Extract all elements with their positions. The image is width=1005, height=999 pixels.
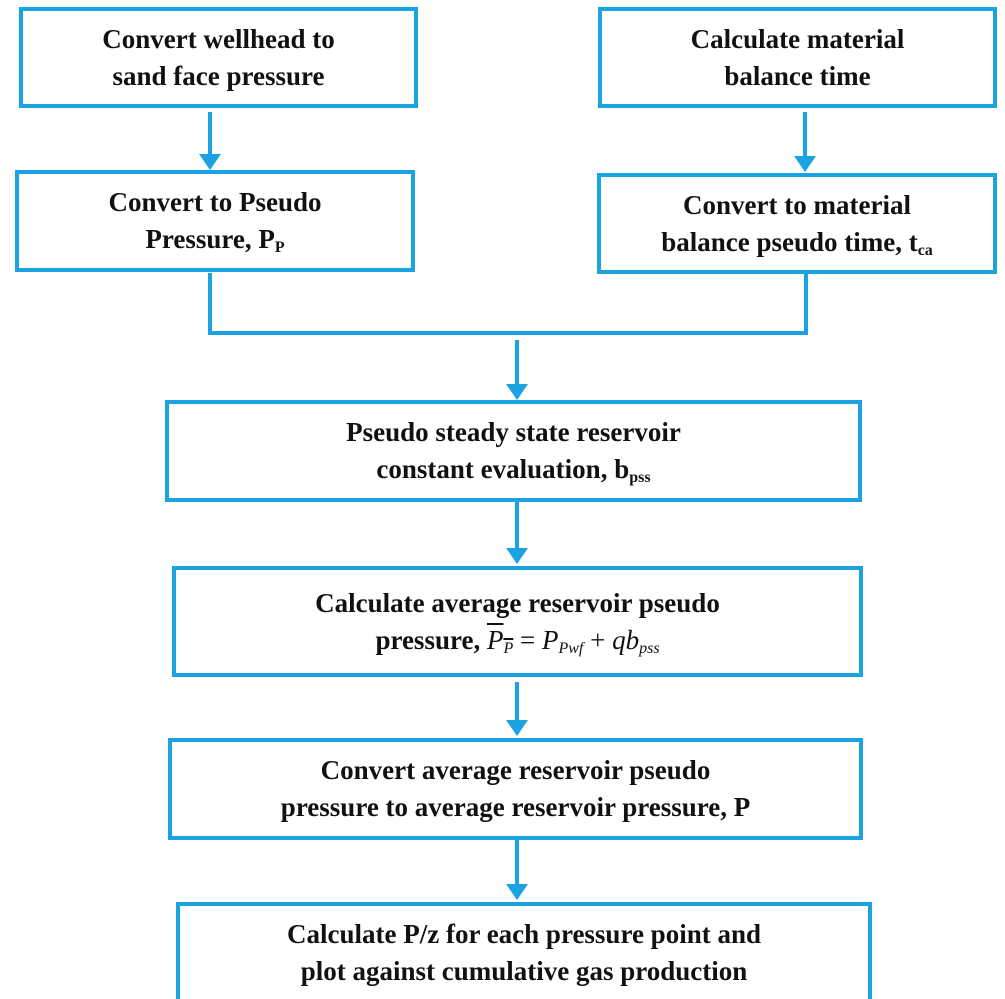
connector-merge (208, 273, 808, 335)
eq-term2: qb (612, 624, 640, 655)
arrowhead-icon (506, 384, 528, 400)
eq-lhs-symbol: P (486, 624, 504, 655)
box-pss-constant: Pseudo steady state reservoir constant e… (165, 400, 862, 502)
subscript: pss (629, 469, 651, 486)
box-text-line: Convert average reservoir pseudo (320, 755, 711, 785)
box-text: Pressure, P (145, 224, 275, 254)
box-convert-avg-pressure: Convert average reservoir pseudo pressur… (168, 738, 863, 840)
box-text-line: balance pseudo time, tca (661, 224, 933, 261)
box-convert-pseudo-pressure: Convert to Pseudo Pressure, PP (15, 170, 415, 272)
box-text-line: Pressure, PP (145, 221, 284, 258)
box-text: balance pseudo time, t (661, 226, 918, 257)
box-text-line: Convert to Pseudo (108, 187, 322, 217)
box-calc-mb-time: Calculate material balance time (598, 7, 997, 108)
box-text-line: Pseudo steady state reservoir (346, 417, 681, 447)
arrowhead-icon (506, 548, 528, 564)
eq-equals: = (519, 624, 536, 655)
subscript: pss (639, 639, 660, 657)
subscript: ca (917, 241, 933, 259)
box-text-line: Calculate P/z for each pressure point an… (287, 919, 761, 949)
eq-term1: P (541, 624, 559, 655)
box-text-line: sand face pressure (112, 60, 325, 91)
box-text-line: Convert wellhead to (102, 23, 335, 54)
box-text: pressure, (375, 624, 481, 655)
subscript: Pwf (558, 639, 584, 657)
equation: PP = PPwf + qbpss (486, 624, 660, 657)
arrowhead-icon (506, 884, 528, 900)
arrowhead-icon (199, 154, 221, 170)
arrowhead-icon (506, 720, 528, 736)
box-text-line: Calculate average reservoir pseudo (315, 587, 720, 618)
subscript: P (274, 239, 285, 256)
box-text-line: constant evaluation, bpss (376, 451, 650, 488)
box-convert-mb-pseudo-time: Convert to material balance pseudo time,… (597, 173, 997, 274)
subscript: P (503, 639, 514, 657)
box-calc-pz-plot: Calculate P/z for each pressure point an… (176, 902, 872, 999)
box-avg-pseudo-pressure: Calculate average reservoir pseudo press… (172, 566, 863, 677)
box-text-line: pressure to average reservoir pressure, … (280, 792, 751, 822)
box-convert-wellhead: Convert wellhead to sand face pressure (19, 7, 418, 108)
box-text-line: Calculate material (690, 23, 905, 54)
box-text-line: pressure, PP = PPwf + qbpss (375, 622, 659, 659)
arrowhead-icon (794, 156, 816, 172)
eq-lhs: PP (486, 624, 514, 657)
box-text-line: balance time (724, 60, 871, 91)
box-text-line: Convert to material (683, 189, 911, 220)
box-text: constant evaluation, b (376, 454, 630, 484)
box-text-line: plot against cumulative gas production (300, 956, 748, 986)
eq-plus: + (590, 624, 606, 655)
